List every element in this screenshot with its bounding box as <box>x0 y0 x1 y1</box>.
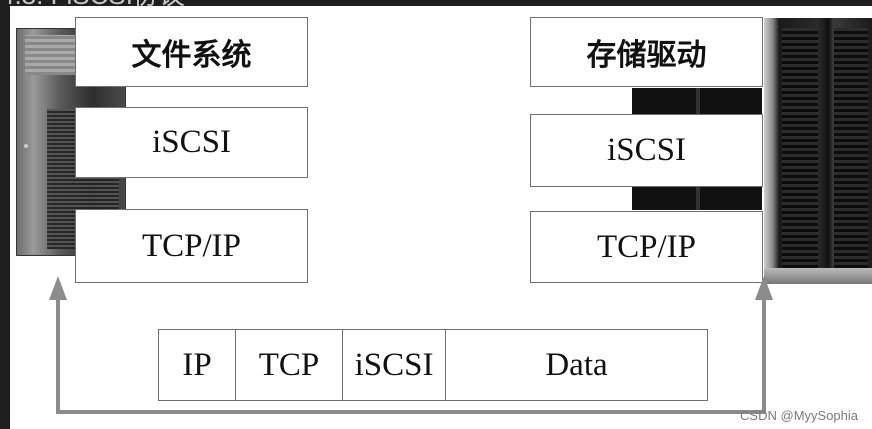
server-bezel <box>25 35 75 75</box>
server-light <box>24 144 28 148</box>
right-arrowhead <box>755 276 773 300</box>
left-filesystem-box: 文件系统 <box>75 17 308 87</box>
packet-field-tcp: TCP <box>236 330 343 400</box>
left-tcpip-box: TCP/IP <box>75 209 308 283</box>
cabinet-vent <box>834 28 868 268</box>
partial-heading: 4.3. FiSCSI协议 <box>0 0 185 10</box>
cabinet-base <box>764 268 872 284</box>
flow-path <box>56 290 766 414</box>
left-iscsi-box: iSCSI <box>75 107 308 178</box>
packet-field-ip: IP <box>159 330 236 400</box>
right-storage-driver-box: 存储驱动 <box>530 17 763 87</box>
left-arrowhead <box>49 276 67 300</box>
right-iscsi-box: iSCSI <box>530 114 763 187</box>
watermark: CSDN @MyySophia <box>740 408 858 423</box>
packet-field-data: Data <box>545 346 608 383</box>
packet-field-iscsi: iSCSI <box>343 330 446 400</box>
right-tcpip-box: TCP/IP <box>530 211 763 283</box>
iscsi-packet: IP TCP iSCSI Data <box>158 329 708 401</box>
cabinet-vent <box>782 28 818 268</box>
storage-cabinet-image <box>764 18 872 284</box>
